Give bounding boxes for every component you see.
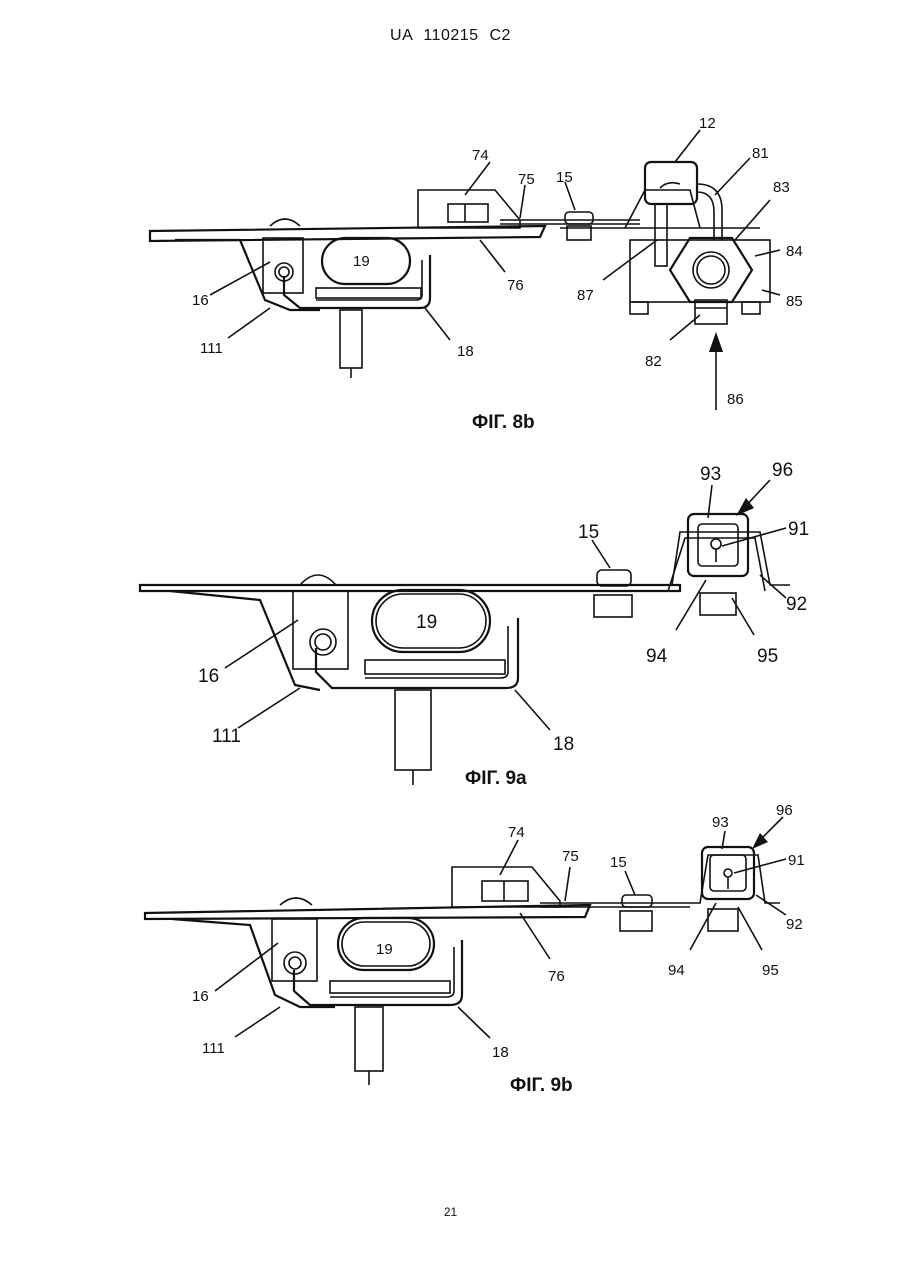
label-19: 19 xyxy=(376,941,393,958)
figure-9b: 74 75 15 93 96 91 92 94 95 76 19 16 111 … xyxy=(0,795,901,1105)
figure-8b-caption: ФІГ. 8b xyxy=(472,412,535,434)
label-19: 19 xyxy=(416,612,437,633)
label-75: 75 xyxy=(518,171,535,188)
label-96: 96 xyxy=(776,802,793,819)
label-93: 93 xyxy=(700,464,721,485)
label-111: 111 xyxy=(202,1040,225,1057)
label-96: 96 xyxy=(772,460,793,481)
label-16: 16 xyxy=(192,988,209,1005)
label-86: 86 xyxy=(727,391,744,408)
label-93: 93 xyxy=(712,814,729,831)
figure-8b-drawing: 74 75 15 12 81 83 84 85 86 82 87 76 19 1… xyxy=(0,100,901,430)
label-75: 75 xyxy=(562,848,579,865)
label-94: 94 xyxy=(668,962,685,979)
label-85: 85 xyxy=(786,293,803,310)
label-82: 82 xyxy=(645,353,662,370)
label-19: 19 xyxy=(353,253,370,270)
label-92: 92 xyxy=(786,916,803,933)
label-18: 18 xyxy=(492,1044,509,1061)
label-76: 76 xyxy=(507,277,524,294)
page-header: UA 110215 C2 xyxy=(0,27,901,45)
label-15: 15 xyxy=(610,854,627,871)
figure-9a-drawing: 15 93 96 91 92 94 95 19 16 111 18 xyxy=(0,450,901,790)
label-83: 83 xyxy=(773,179,790,196)
label-15: 15 xyxy=(578,522,599,543)
label-111: 111 xyxy=(212,726,241,747)
label-91: 91 xyxy=(788,852,805,869)
label-87: 87 xyxy=(577,287,594,304)
label-16: 16 xyxy=(192,292,209,309)
label-95: 95 xyxy=(762,962,779,979)
label-95: 95 xyxy=(757,646,778,667)
figure-9a-caption: ФІГ. 9a xyxy=(465,768,527,790)
figure-9b-caption: ФІГ. 9b xyxy=(510,1075,573,1097)
label-16: 16 xyxy=(198,666,219,687)
label-76: 76 xyxy=(548,968,565,985)
label-18: 18 xyxy=(553,734,574,755)
label-94: 94 xyxy=(646,646,668,667)
figure-9b-drawing: 74 75 15 93 96 91 92 94 95 76 19 16 111 … xyxy=(0,795,901,1105)
label-92: 92 xyxy=(786,594,807,615)
label-81: 81 xyxy=(752,145,769,162)
figure-8b: 74 75 15 12 81 83 84 85 86 82 87 76 19 1… xyxy=(0,100,901,430)
label-74: 74 xyxy=(472,147,489,164)
label-12: 12 xyxy=(699,115,716,132)
label-15: 15 xyxy=(556,169,573,186)
page-number: 21 xyxy=(0,1205,901,1219)
label-91: 91 xyxy=(788,519,809,540)
label-111: 111 xyxy=(200,340,223,357)
label-74: 74 xyxy=(508,824,525,841)
label-18: 18 xyxy=(457,343,474,360)
figure-9a: 15 93 96 91 92 94 95 19 16 111 18 ФІГ. 9… xyxy=(0,450,901,790)
label-84: 84 xyxy=(786,243,803,260)
